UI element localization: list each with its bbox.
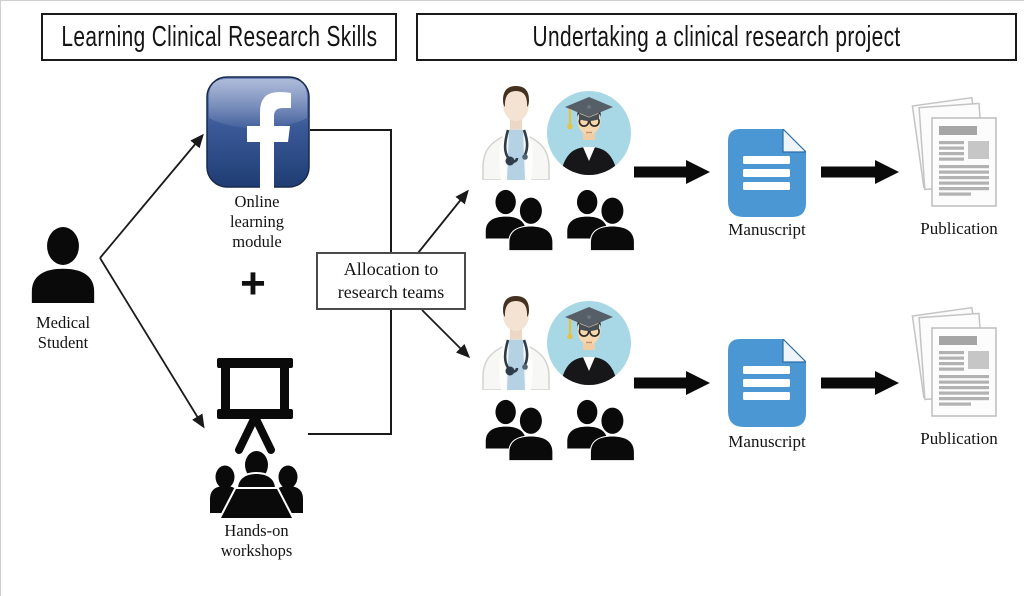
allocation-label: Allocation to research teams — [337, 258, 445, 302]
publication-icon — [904, 304, 1001, 426]
manuscript-icon — [728, 339, 806, 427]
publication-icon — [904, 94, 1001, 216]
workshops-label: Hands-on workshops — [220, 521, 293, 561]
facebook-icon — [206, 76, 310, 188]
arrow-allocation-to-team1 — [417, 189, 469, 254]
arrow-team1-to-manuscript — [634, 160, 710, 184]
medical-student-label: Medical Student — [35, 313, 91, 353]
medical-student-icon — [25, 217, 101, 313]
people-group-icon — [485, 189, 636, 252]
arrow-manuscript2-to-publication — [821, 371, 899, 395]
arrow-team2-to-manuscript — [634, 371, 710, 395]
manuscript-icon — [728, 129, 806, 217]
manuscript-label: Manuscript — [728, 432, 806, 451]
arrow-allocation-to-team2 — [421, 309, 471, 359]
header-right-title: Undertaking a clinical research project — [532, 20, 901, 53]
allocation-box: Allocation to research teams — [316, 252, 466, 310]
arrow-student-to-workshops — [99, 257, 205, 429]
header-left-title: Learning Clinical Research Skills — [61, 20, 377, 53]
online-module-label: Online learning module — [229, 192, 285, 252]
header-left-box: Learning Clinical Research Skills — [41, 13, 397, 61]
doctor-icon — [480, 294, 552, 390]
header-right-box: Undertaking a clinical research project — [416, 13, 1017, 61]
plus-sign: + — [240, 259, 266, 308]
manuscript-label: Manuscript — [728, 220, 806, 239]
doctor-icon — [480, 84, 552, 180]
arrow-manuscript1-to-publication — [821, 160, 899, 184]
arrow-student-to-online — [99, 133, 204, 259]
publication-label: Publication — [920, 429, 998, 448]
graduate-student-icon — [546, 88, 632, 178]
publication-label: Publication — [920, 219, 998, 238]
graduate-student-icon — [546, 298, 632, 388]
people-group-icon — [485, 399, 636, 462]
workshops-icon — [204, 353, 309, 518]
